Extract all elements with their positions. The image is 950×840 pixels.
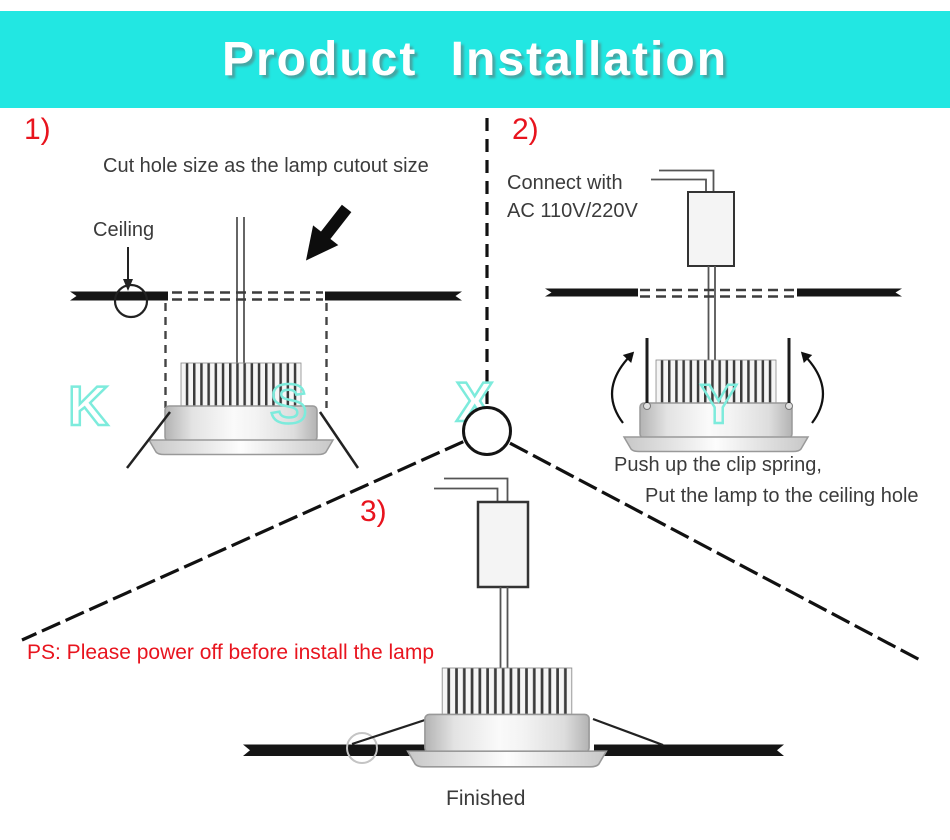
power-off-warning: PS: Please power off before install the … (27, 641, 435, 664)
step2-caption-line2: AC 110V/220V (507, 200, 638, 222)
rotate-arrowhead (622, 351, 635, 363)
section-divider-right (486, 429, 921, 662)
big-arrow-icon (305, 204, 352, 261)
junction-circle (462, 406, 512, 456)
ceiling-label: Ceiling (93, 219, 155, 241)
clip-spring-engaged (351, 717, 429, 746)
step1-number: 1) (24, 113, 51, 146)
clip-spring (126, 411, 171, 469)
rotate-arrow-left (611, 355, 631, 424)
clip-spring-engaged (592, 717, 664, 747)
section-divider-left (21, 429, 488, 642)
ceiling-marker-circle (113, 283, 149, 319)
finished-label: Finished (446, 787, 526, 810)
ceiling-bar-right (325, 291, 462, 301)
step2-caption-line1: Connect with (507, 172, 623, 194)
step3-diagram (243, 477, 784, 768)
step1-caption: Cut hole size as the lamp cutout size (103, 155, 429, 177)
rotate-arrowhead (800, 351, 813, 363)
watermark-letter: K (67, 374, 110, 437)
step2-diagram (545, 169, 902, 453)
ac-wire (434, 487, 499, 502)
step2-note-line2: Put the lamp to the ceiling hole (645, 485, 919, 507)
step2-number: 2) (512, 113, 539, 146)
step2-note-line1: Push up the clip spring, (614, 454, 822, 476)
ceiling-bar-right (797, 288, 902, 297)
led-driver-box (687, 191, 735, 267)
rotate-arrow-right (804, 355, 824, 424)
ceiling-bar-right (594, 744, 784, 756)
watermark-letter: Y (699, 372, 739, 435)
clip-spring (318, 411, 360, 469)
ceiling-bar-left (545, 288, 638, 297)
step1-diagram (70, 204, 462, 469)
led-driver-box (476, 500, 530, 589)
ceiling-bar-left (70, 291, 168, 301)
ac-wire (651, 178, 707, 192)
page-title: Product Installation (221, 33, 729, 86)
ac-wire (659, 169, 715, 192)
ac-wire (444, 477, 509, 502)
ceiling-marker-circle-faint (346, 732, 378, 764)
header-banner: Product Installation (0, 11, 950, 108)
ceiling-bar-left (243, 744, 427, 756)
watermark-letter: S (269, 372, 309, 435)
step3-number: 3) (360, 495, 387, 528)
